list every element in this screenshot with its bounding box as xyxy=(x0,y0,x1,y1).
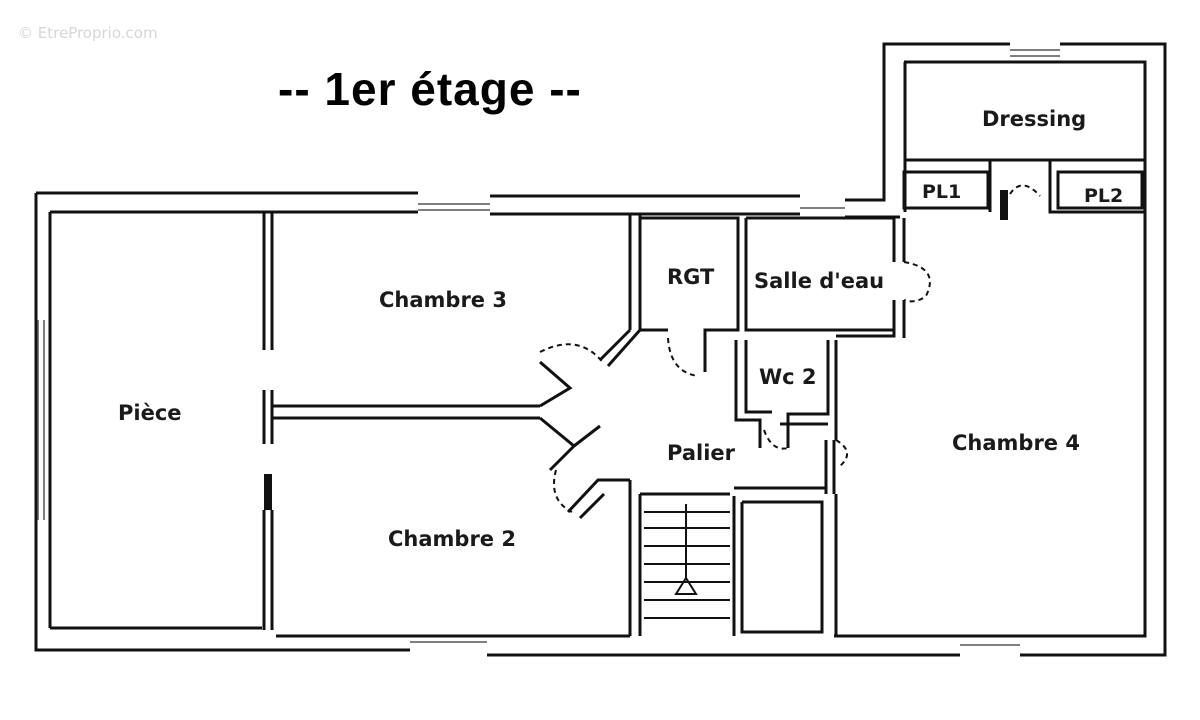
room-label-wc2: Wc 2 xyxy=(759,365,817,389)
door-wc2[interactable] xyxy=(763,429,789,450)
room-label-salle-eau: Salle d'eau xyxy=(754,269,884,293)
door-chambre3[interactable] xyxy=(539,343,605,365)
room-label-palier: Palier xyxy=(667,441,736,465)
door-chambre4[interactable] xyxy=(835,439,848,467)
door-chambre2[interactable] xyxy=(553,469,573,513)
room-label-chambre2: Chambre 2 xyxy=(388,527,516,551)
door-rgt[interactable] xyxy=(667,337,699,377)
outer-walls xyxy=(34,42,1167,657)
door-swings xyxy=(539,184,1041,513)
room-label-chambre3: Chambre 3 xyxy=(379,288,507,312)
wall-pillar xyxy=(264,474,272,510)
room-label-dressing: Dressing xyxy=(982,107,1086,131)
room-label-pl1: PL1 xyxy=(922,181,961,203)
room-label-chambre4: Chambre 4 xyxy=(952,431,1080,455)
floor-title: -- 1er étage -- xyxy=(278,63,582,115)
door-dressing[interactable] xyxy=(1009,184,1041,197)
room-label-rgt: RGT xyxy=(667,265,715,289)
interior-walls xyxy=(262,158,1145,636)
room-label-piece: Pièce xyxy=(118,401,182,425)
stair-arrow-icon xyxy=(674,576,698,595)
room-label-pl2: PL2 xyxy=(1084,185,1123,207)
watermark: © EtreProprio.com xyxy=(18,24,158,42)
door-salle-eau[interactable] xyxy=(903,261,931,303)
dressing-pillar xyxy=(1000,190,1008,220)
staircase[interactable] xyxy=(644,504,730,619)
